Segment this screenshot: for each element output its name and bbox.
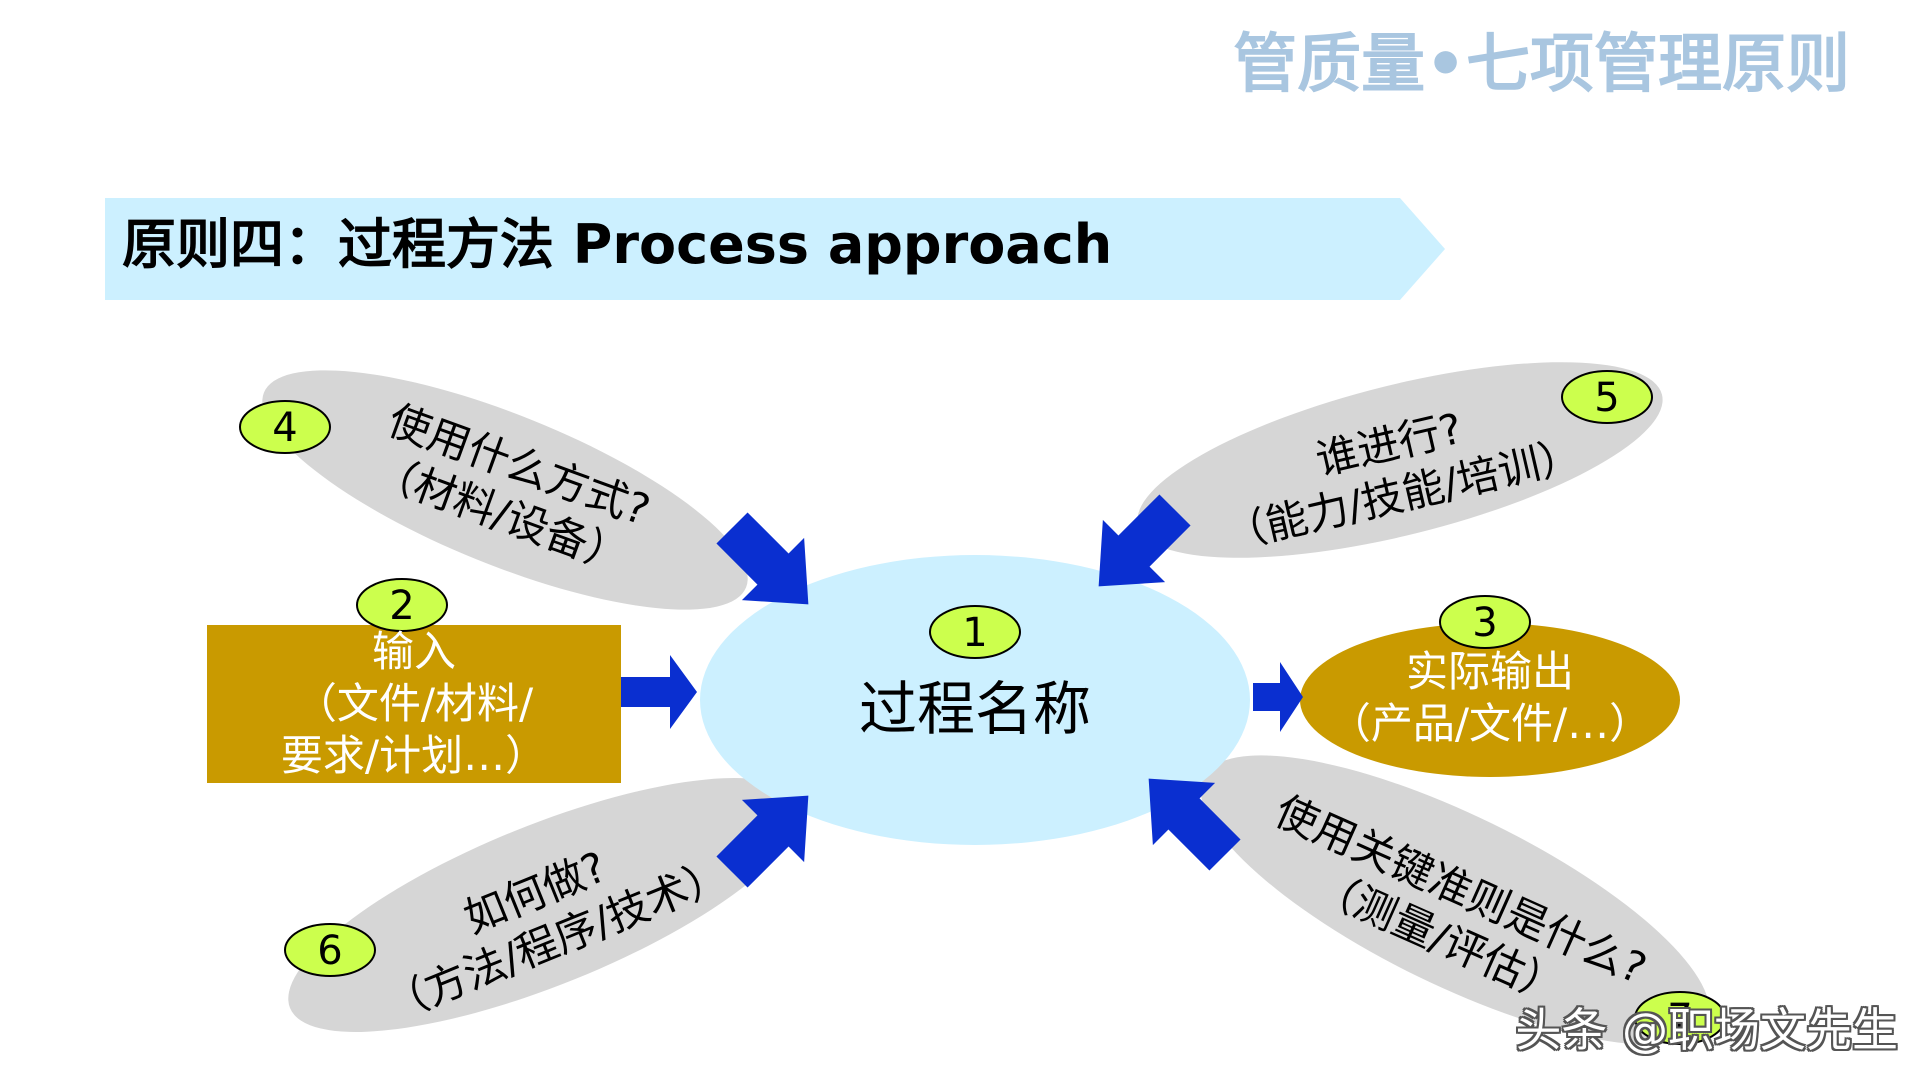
output-label: 实际输出 （产品/文件/…） bbox=[1328, 647, 1652, 748]
badge-2-number: 2 bbox=[389, 583, 414, 629]
badge-1-shape bbox=[929, 605, 1021, 659]
deck-title: 管质量•七项管理原则 bbox=[1233, 27, 1850, 102]
badge-1-number: 1 bbox=[962, 610, 987, 656]
blob-who bbox=[1137, 362, 1663, 558]
watermark: 头条 @职场文先生 bbox=[1515, 1003, 1898, 1057]
center-ellipse bbox=[700, 555, 1250, 845]
arrow-output bbox=[1253, 662, 1303, 732]
badge-5-number: 5 bbox=[1594, 375, 1619, 421]
principle-heading: 原则四：过程方法 Process approach bbox=[122, 213, 1113, 276]
badge-6-number: 6 bbox=[317, 928, 342, 974]
banner-arrow-shape bbox=[105, 198, 1445, 300]
badge-7-shape bbox=[1634, 991, 1726, 1045]
blob-criteria bbox=[1200, 755, 1710, 1045]
output-ellipse bbox=[1300, 623, 1680, 777]
arrow-criteria bbox=[1148, 778, 1241, 871]
process-name-label: 过程名称 bbox=[858, 675, 1091, 743]
blob-how-resources bbox=[262, 370, 748, 610]
badge-7-number: 7 bbox=[1667, 996, 1692, 1042]
badge-6-shape bbox=[284, 923, 376, 977]
input-label: 输入 （文件/材料/ 要求/计划…） bbox=[280, 627, 548, 780]
blob-how-method bbox=[288, 778, 802, 1032]
arrow-input bbox=[621, 655, 697, 729]
badge-5-shape bbox=[1561, 370, 1653, 424]
input-box bbox=[207, 625, 621, 783]
arrow-how-method bbox=[716, 795, 809, 888]
badge-3-number: 3 bbox=[1472, 600, 1497, 646]
badge-4-shape bbox=[239, 400, 331, 454]
badge-4-number: 4 bbox=[272, 405, 297, 451]
arrow-who bbox=[1098, 494, 1191, 587]
badge-2-shape bbox=[356, 578, 448, 632]
arrow-how-resources bbox=[716, 512, 809, 605]
badge-3-shape bbox=[1439, 595, 1531, 649]
